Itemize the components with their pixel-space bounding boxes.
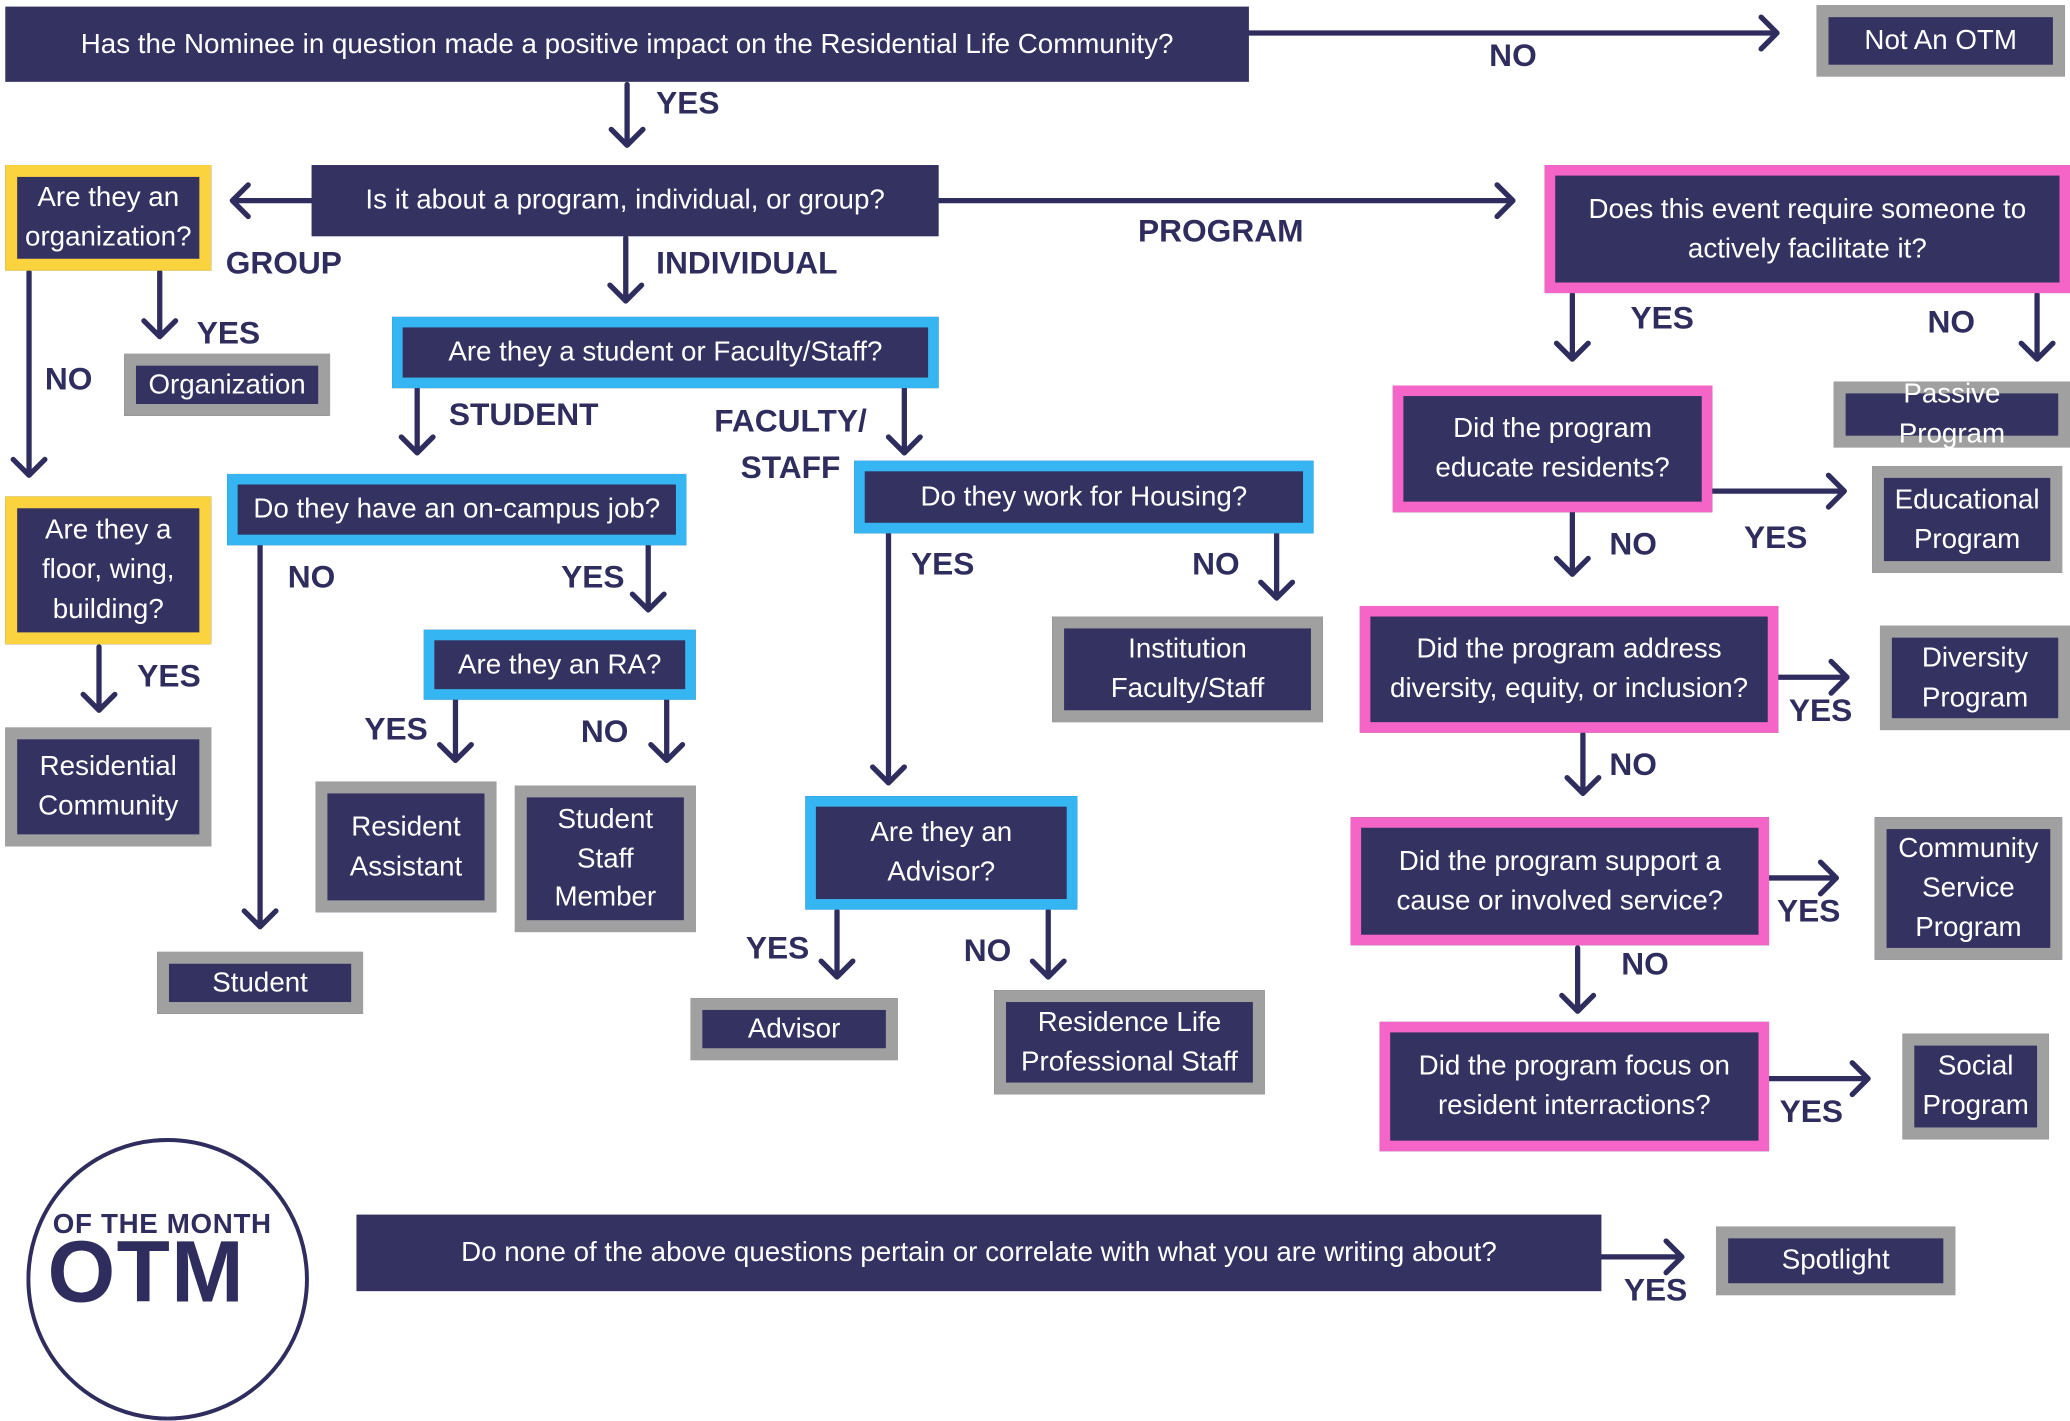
question-organization: Are they an organization? [5,165,212,271]
question-educate-residents: Did the program educate residents? [1392,385,1713,513]
outcome-not-an-otm: Not An OTM [1816,5,2065,77]
question-support-cause-service: Did the program support a cause or invol… [1350,817,1770,946]
arrow-facilitate-no [2018,291,2056,362]
question-on-campus-job: Do they have an on-campus job? [227,473,687,546]
question-floor-wing-building: Are they a floor, wing, building? [5,496,212,645]
arrow-ra-yes [436,697,474,764]
question-work-for-housing: Do they work for Housing? [854,460,1314,534]
question-none-of-the-above: Do none of the above questions pertain o… [356,1214,1602,1292]
label-advisor-yes: YES [745,930,810,967]
label-org-yes: YES [196,315,261,352]
arrow-advisor-yes [818,908,856,980]
outcome-institution-faculty-staff: Institution Faculty/Staff [1052,616,1323,723]
outcome-spotlight: Spotlight [1716,1226,1956,1296]
outcome-advisor: Advisor [690,998,898,1061]
arrow-diversity-yes [1774,658,1850,696]
arrow-program [936,182,1516,220]
arrow-individual [607,234,645,304]
label-advisor-no: NO [963,933,1012,970]
question-positive-impact: Has the Nominee in question made a posit… [5,6,1249,82]
arrow-org-yes [141,269,179,340]
question-are-they-advisor: Are they an Advisor? [805,796,1078,910]
label-group: GROUP [225,245,342,282]
arrow-group [229,182,315,220]
label-ra-no: NO [580,714,629,750]
arrow-impact-no [1246,14,1780,52]
arrow-social-yes [1765,1060,1871,1098]
arrow-ra-no [648,697,686,764]
arrow-service-yes [1765,859,1840,897]
arrow-educate-yes [1709,472,1847,510]
logo-of-the-month-text: OF THE MONTH [52,1209,272,1240]
arrow-diversity-no [1564,731,1602,797]
outcome-student-staff-member: Student Staff Member [514,785,696,933]
outcome-residential-community: Residential Community [5,727,212,847]
label-facilitate-yes: YES [1630,301,1694,337]
question-require-facilitation: Does this event require someone to activ… [1544,165,2070,294]
label-educate-no: NO [1609,526,1657,563]
arrow-service-no [1559,945,1597,1014]
outcome-social-program: Social Program [1902,1033,2049,1140]
label-individual: INDIVIDUAL [656,245,838,282]
arrow-job-no [241,542,279,930]
outcome-educational-program: Educational Program [1872,466,2063,573]
outcome-organization: Organization [124,353,331,416]
question-resident-interactions: Did the program focus on resident interr… [1379,1021,1770,1152]
label-diversity-no: NO [1609,747,1657,783]
otm-flowchart: Has the Nominee in question made a posit… [5,5,2070,1421]
label-impact-no: NO [1489,38,1537,74]
outcome-community-service-program: Community Service Program [1874,817,2063,960]
label-org-no: NO [44,361,93,398]
label-impact-yes: YES [656,85,720,122]
label-student: STUDENT [448,397,599,434]
label-housing-no: NO [1192,546,1240,583]
label-facilitate-no: NO [1927,304,1976,341]
arrow-floor-yes [80,644,118,713]
label-service-yes: YES [1776,893,1841,930]
arrow-impact-yes [608,81,646,148]
label-none-yes: YES [1623,1272,1688,1309]
logo-otm-text: OTM [47,1222,246,1321]
arrow-student [398,385,436,456]
label-job-no: NO [287,559,336,596]
label-ra-yes: YES [364,711,428,748]
label-social-yes: YES [1779,1094,1844,1131]
arrow-job-yes [629,542,667,613]
outcome-student: Student [157,951,364,1014]
question-program-individual-group: Is it about a program, individual, or gr… [311,165,939,237]
arrow-housing-yes [870,530,907,786]
label-floor-yes: YES [137,658,201,695]
arrow-housing-no [1258,530,1296,601]
arrow-facilitate-yes [1553,291,1591,362]
flow-arrows [10,14,2056,1276]
arrow-none-yes [1598,1238,1685,1276]
arrow-advisor-no [1029,908,1067,980]
label-job-yes: YES [561,559,625,596]
outcome-resident-assistant: Resident Assistant [315,781,497,913]
outcome-residence-life-professional-staff: Residence Life Professional Staff [994,990,1265,1095]
label-diversity-yes: YES [1788,693,1853,729]
arrow-faculty [885,385,923,456]
arrow-educate-no [1553,509,1591,577]
question-student-or-faculty: Are they a student or Faculty/Staff? [392,316,939,389]
label-faculty-staff: FACULTY/ STAFF [714,403,867,486]
label-educate-yes: YES [1743,520,1808,556]
label-housing-yes: YES [910,546,975,583]
arrow-org-no [10,269,48,478]
question-diversity-equity-inclusion: Did the program address diversity, equit… [1359,605,1779,733]
label-program: PROGRAM [1138,213,1304,250]
label-service-no: NO [1621,946,1669,983]
outcome-diversity-program: Diversity Program [1879,625,2070,731]
question-are-they-ra: Are they an RA? [423,629,696,700]
outcome-passive-program: Passive Program [1833,379,2070,449]
